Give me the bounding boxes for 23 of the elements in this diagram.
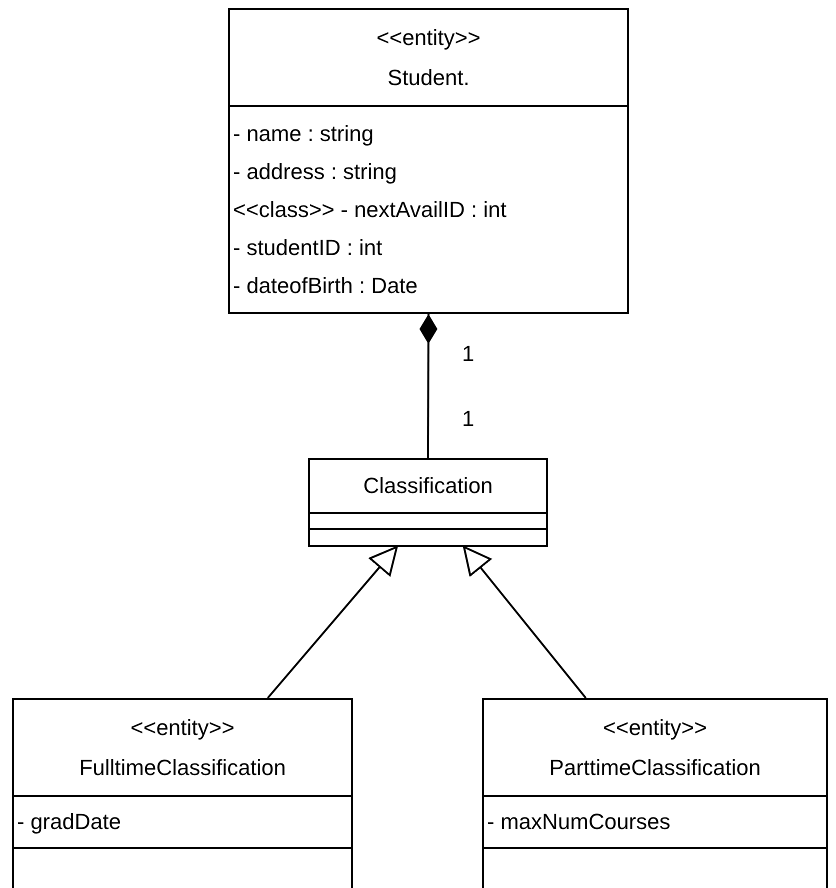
attribute-text: - name : string bbox=[233, 120, 374, 148]
class-box bbox=[228, 8, 629, 314]
attribute-text: <<class>> - nextAvailID : int bbox=[233, 196, 507, 224]
stereotype-label: <<entity>> bbox=[603, 714, 707, 742]
attribute-text: - address : string bbox=[233, 158, 397, 186]
class-box bbox=[482, 698, 828, 888]
multiplicity-label: 1 bbox=[462, 340, 474, 368]
stereotype-label: <<entity>> bbox=[376, 24, 480, 52]
composition-connector bbox=[419, 314, 438, 458]
class-name: Classification bbox=[363, 472, 493, 500]
class-name: Student. bbox=[388, 64, 470, 92]
multiplicity-label: 1 bbox=[462, 405, 474, 433]
attribute-text: - studentID : int bbox=[233, 234, 382, 262]
attribute-text: - maxNumCourses bbox=[487, 808, 670, 836]
class-box bbox=[308, 458, 548, 547]
class-name: ParttimeClassification bbox=[549, 754, 761, 782]
generalization-arrow bbox=[267, 546, 398, 699]
class-box bbox=[12, 698, 353, 888]
class-name: FulltimeClassification bbox=[79, 754, 286, 782]
stereotype-label: <<entity>> bbox=[130, 714, 234, 742]
attribute-text: - gradDate bbox=[17, 808, 121, 836]
generalization-arrow bbox=[463, 546, 587, 699]
attribute-text: - dateofBirth : Date bbox=[233, 272, 418, 300]
